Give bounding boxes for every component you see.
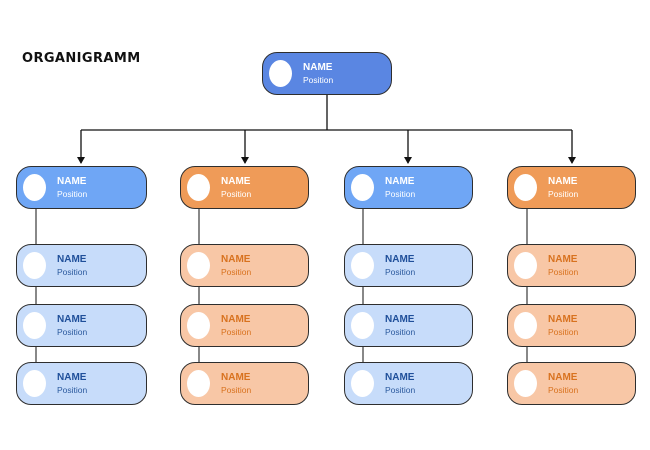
node-name: NAME — [57, 371, 87, 383]
node-name: NAME — [221, 371, 251, 383]
avatar — [269, 60, 292, 87]
node-position: Position — [221, 266, 252, 277]
node-position: Position — [221, 188, 252, 199]
page-title: ORGANIGRAMM — [22, 51, 141, 66]
avatar — [514, 252, 537, 279]
node-name: NAME — [385, 253, 415, 265]
node-name: NAME — [548, 253, 578, 265]
org-node-root[interactable]: NAME Position — [262, 52, 392, 95]
node-position: Position — [303, 74, 334, 85]
node-name: NAME — [385, 175, 415, 187]
node-name: NAME — [221, 253, 251, 265]
node-position: Position — [385, 384, 416, 395]
avatar — [23, 174, 46, 201]
avatar — [351, 312, 374, 339]
node-name: NAME — [221, 313, 251, 325]
node-position: Position — [385, 326, 416, 337]
node-name: NAME — [221, 175, 251, 187]
node-name: NAME — [548, 175, 578, 187]
avatar — [514, 174, 537, 201]
node-position: Position — [221, 384, 252, 395]
avatar — [23, 252, 46, 279]
avatar — [351, 174, 374, 201]
node-position: Position — [548, 188, 579, 199]
node-name: NAME — [385, 313, 415, 325]
avatar — [187, 174, 210, 201]
node-name: NAME — [57, 175, 87, 187]
avatar — [351, 370, 374, 397]
avatar — [514, 312, 537, 339]
node-position: Position — [548, 384, 579, 395]
node-position: Position — [57, 384, 88, 395]
node-name: NAME — [548, 371, 578, 383]
avatar — [187, 252, 210, 279]
avatar — [23, 370, 46, 397]
node-name: NAME — [548, 313, 578, 325]
node-position: Position — [57, 188, 88, 199]
avatar — [351, 252, 374, 279]
node-name: NAME — [303, 61, 333, 73]
node-position: Position — [57, 266, 88, 277]
avatar — [514, 370, 537, 397]
node-name: NAME — [57, 313, 87, 325]
node-position: Position — [221, 326, 252, 337]
node-position: Position — [385, 266, 416, 277]
node-position: Position — [385, 188, 416, 199]
node-name: NAME — [385, 371, 415, 383]
avatar — [187, 312, 210, 339]
avatar — [187, 370, 210, 397]
node-position: Position — [548, 326, 579, 337]
avatar — [23, 312, 46, 339]
node-position: Position — [548, 266, 579, 277]
node-position: Position — [57, 326, 88, 337]
node-name: NAME — [57, 253, 87, 265]
